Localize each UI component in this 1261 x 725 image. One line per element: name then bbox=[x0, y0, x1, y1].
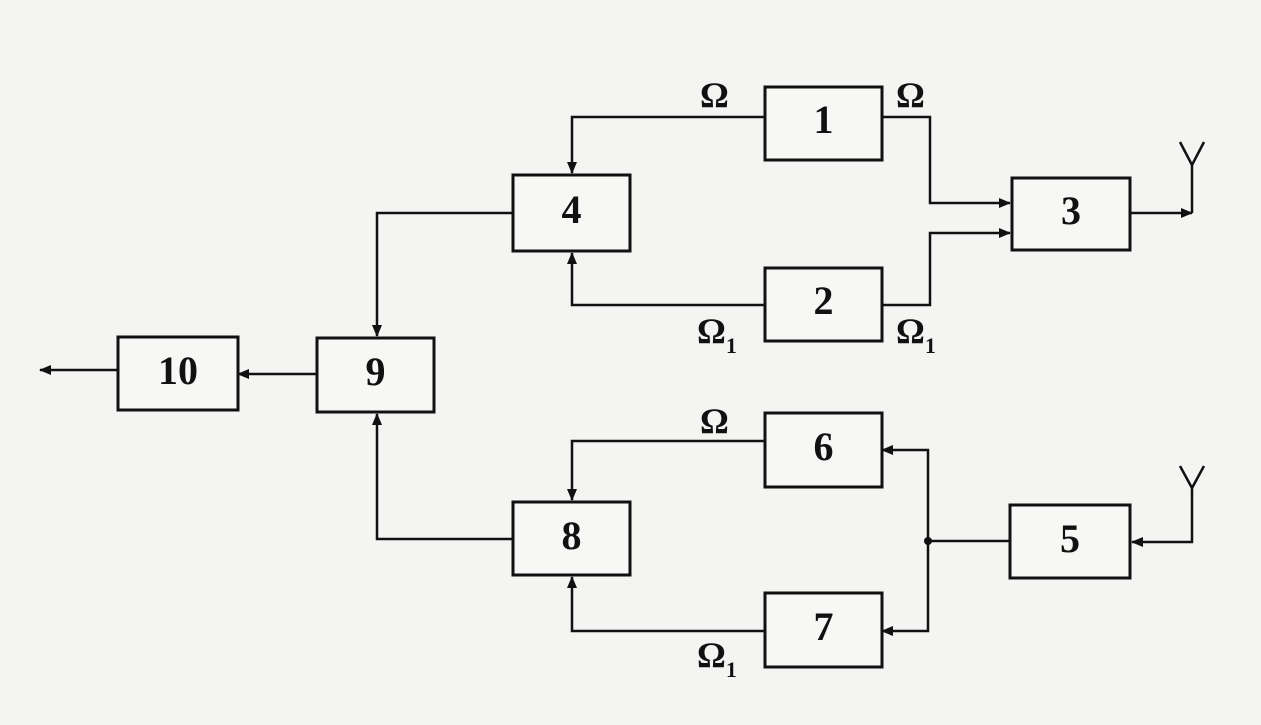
block-2: 2 bbox=[763, 266, 884, 343]
antenna-icon bbox=[1178, 141, 1206, 213]
block-10: 10 bbox=[116, 335, 240, 412]
label-omega1-7: Ω1 bbox=[697, 635, 737, 682]
antenna-icon bbox=[1178, 465, 1206, 489]
block-label: 9 bbox=[366, 349, 386, 394]
block-label: 5 bbox=[1060, 516, 1080, 561]
block-label: 10 bbox=[158, 348, 198, 393]
wire-junction-to-6 bbox=[881, 445, 930, 541]
block-6: 6 bbox=[763, 411, 884, 489]
wire-2-to-4 bbox=[567, 252, 765, 307]
wire-junction-to-7 bbox=[881, 541, 930, 636]
label-omega1-left-2: Ω1 bbox=[697, 311, 737, 358]
wire-8-to-9 bbox=[372, 413, 513, 541]
wire-1-to-4 bbox=[567, 115, 765, 174]
block-label: 6 bbox=[814, 424, 834, 469]
block-7: 7 bbox=[763, 591, 884, 669]
wire-antenna-to-5 bbox=[1131, 488, 1194, 547]
block-label: 8 bbox=[562, 513, 582, 558]
block-label: 3 bbox=[1061, 188, 1081, 233]
block-label: 2 bbox=[814, 278, 834, 323]
wire-4-to-9 bbox=[372, 211, 513, 337]
block-label: 4 bbox=[562, 187, 582, 232]
block-label: 7 bbox=[814, 604, 834, 649]
block-label: 1 bbox=[814, 97, 834, 142]
wire-7-to-8 bbox=[567, 576, 765, 633]
junction-dot bbox=[924, 537, 932, 545]
block-5: 5 bbox=[1008, 503, 1132, 580]
block-4: 4 bbox=[511, 173, 632, 253]
block-3: 3 bbox=[1010, 176, 1132, 252]
wire-1-to-3 bbox=[882, 115, 1011, 208]
block-1: 1 bbox=[763, 85, 884, 162]
label-omega-left-1: Ω bbox=[700, 75, 729, 115]
block-8: 8 bbox=[511, 500, 632, 577]
label-omega-6: Ω bbox=[700, 401, 729, 441]
label-omega-right-1: Ω bbox=[896, 75, 925, 115]
wire-2-to-3 bbox=[882, 228, 1011, 307]
label-omega1-right-2: Ω1 bbox=[896, 311, 936, 358]
connections bbox=[39, 115, 1194, 636]
wire-6-to-8 bbox=[567, 439, 765, 501]
block-9: 9 bbox=[315, 336, 436, 414]
